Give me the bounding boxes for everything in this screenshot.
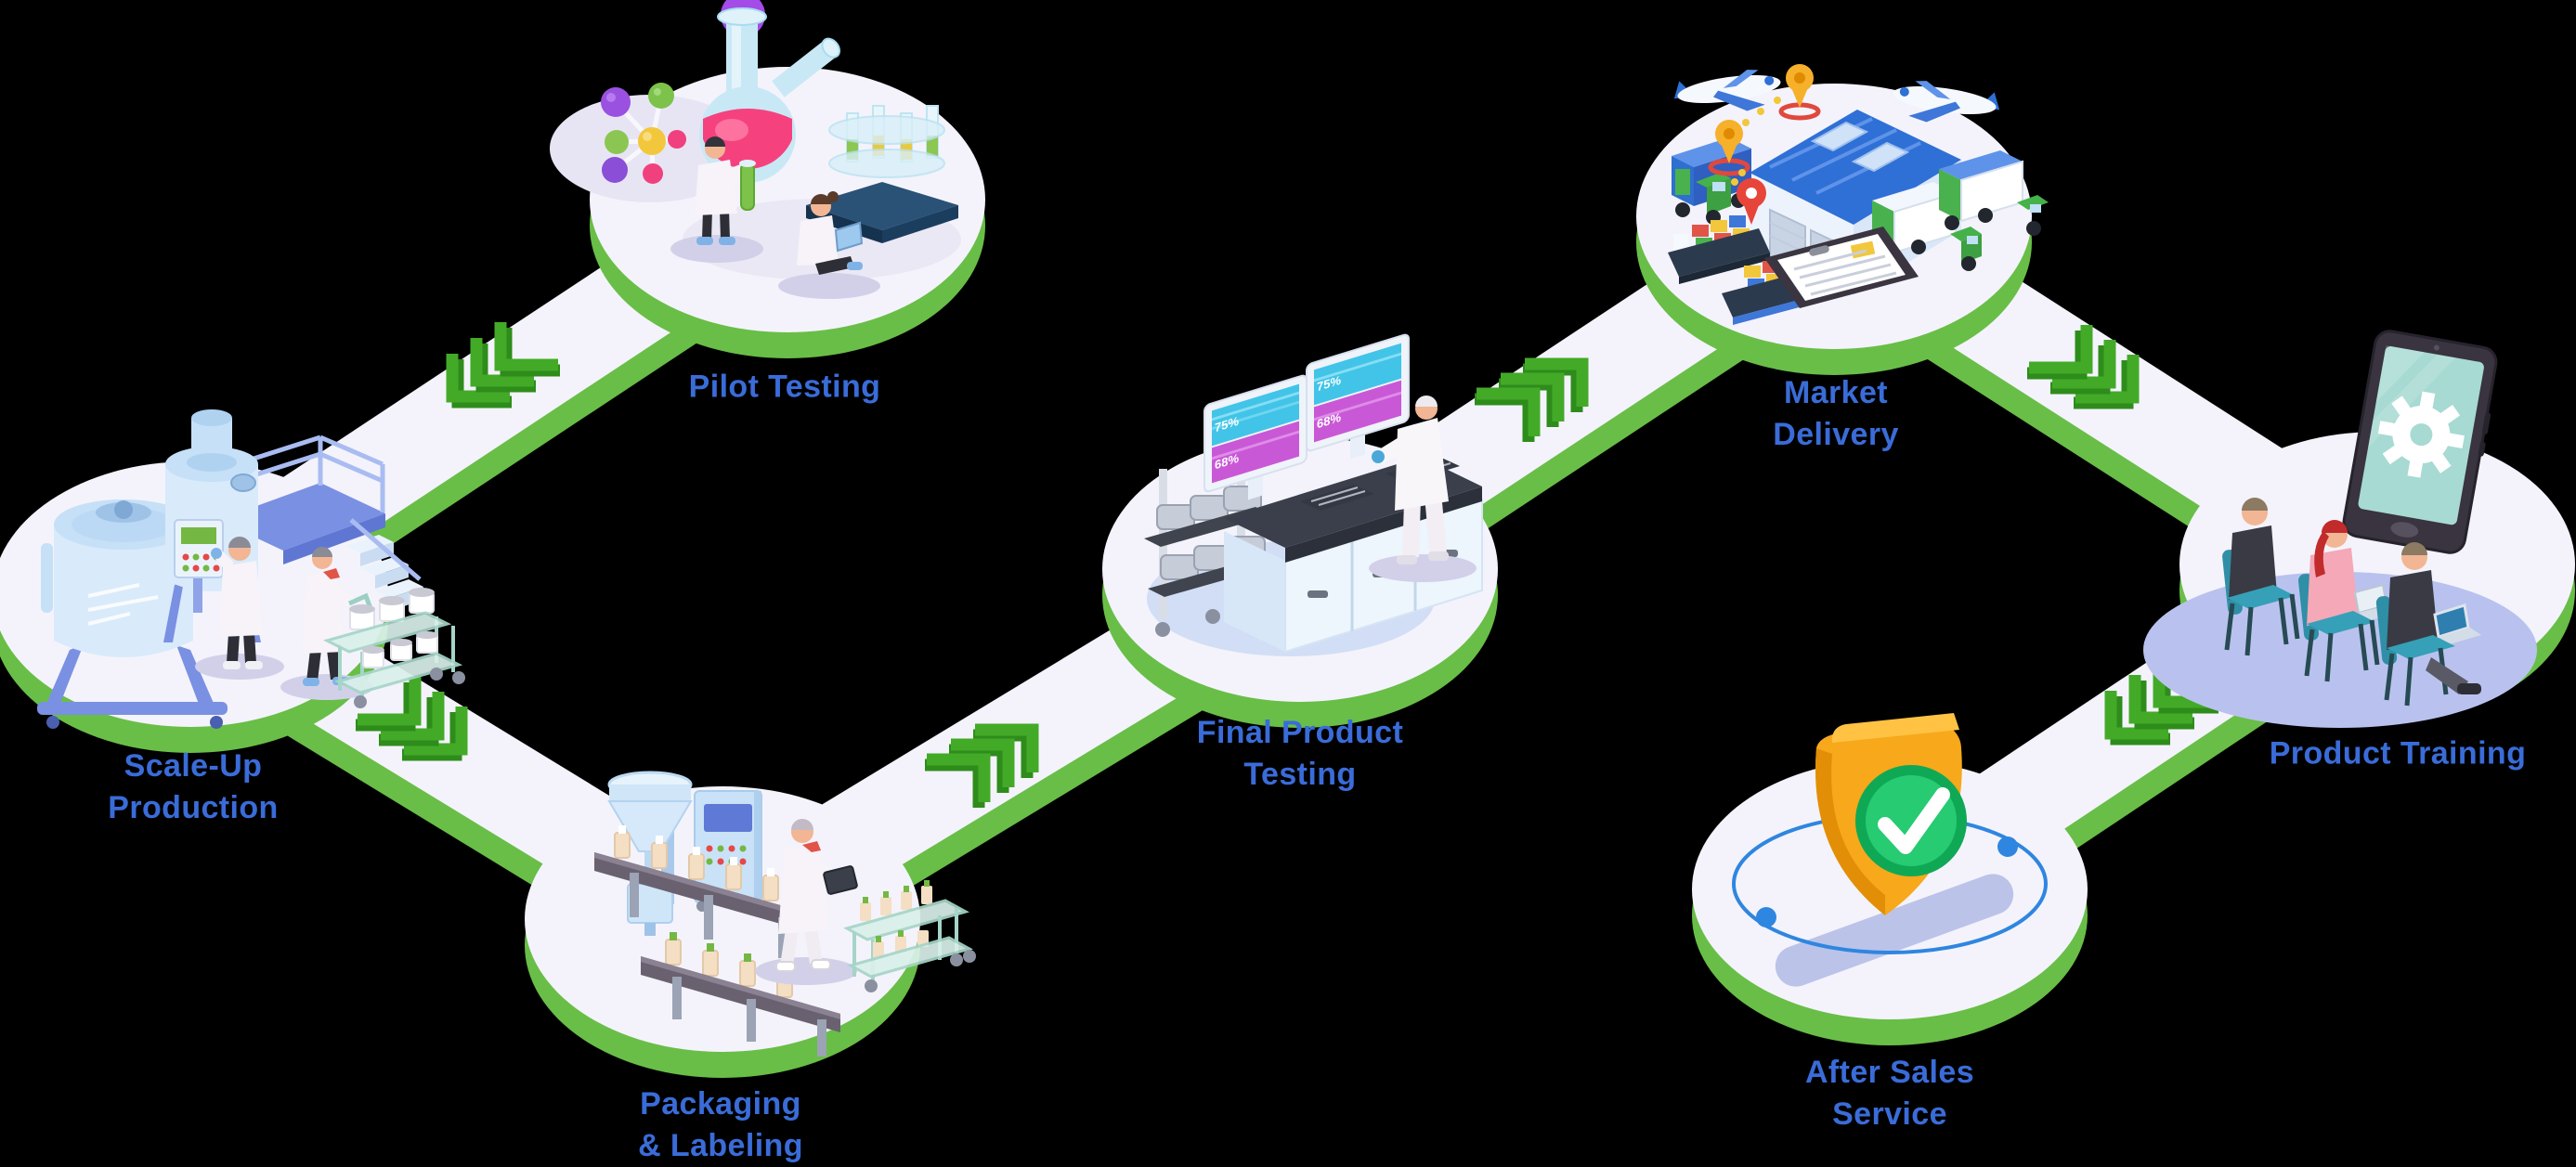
orbit-dot (1997, 836, 2018, 857)
illustration-packaging-labeling (594, 771, 976, 1057)
location-pin-icon (1737, 178, 1766, 225)
airplane-icon (1673, 70, 1781, 111)
stage-label-line: Market (1783, 375, 1889, 411)
stage-label-product-training: Product Training (2270, 733, 2527, 775)
airplane-icon (1893, 81, 2000, 123)
device-trays-top (1156, 486, 1262, 530)
scientist-standing-figure (670, 136, 763, 263)
stage-label-line: Delivery (1773, 417, 1899, 452)
trainee-figure (2375, 542, 2481, 707)
illustration-after-sales-service (1732, 713, 2048, 987)
conveyor-belt-lower (641, 932, 840, 1057)
route-dots (1731, 97, 1781, 186)
stage-label-scale-up-production: Scale-Up Production (108, 746, 278, 829)
stage-label-packaging-labeling: Packaging & Labeling (638, 1083, 803, 1167)
stage-label-line: Packaging (640, 1086, 801, 1122)
laptop-icon (2433, 603, 2470, 639)
scientist-seated-figure (778, 191, 880, 299)
orbit-dot (1756, 907, 1776, 927)
monitor-right: 75% 68% (1306, 333, 1410, 460)
stage-label-pilot-testing: Pilot Testing (689, 367, 881, 408)
truck-icon (1939, 150, 2049, 236)
illustration-pilot-testing (550, 0, 961, 299)
stage-label-line: Pilot Testing (688, 369, 881, 405)
small-bottles-bottom (873, 930, 929, 958)
location-pin-icon (1778, 64, 1821, 121)
stage-label-line: Testing (1243, 757, 1357, 792)
bottle-cart (843, 880, 976, 992)
conveyor-belt-upper (594, 825, 803, 958)
jars-bottom (362, 631, 438, 668)
trainee-figure (2222, 498, 2300, 656)
stage-label-final-product-testing: Final Product Testing (1197, 712, 1403, 796)
stage-label-after-sales-service: After Sales Service (1805, 1052, 1974, 1135)
stage-label-line: Service (1832, 1096, 1947, 1132)
illustration-final-product-testing: 75% 68% 75% 68% (1144, 333, 1483, 656)
stage-label-line: Final Product (1196, 715, 1404, 751)
molecule-icon (601, 83, 686, 184)
bottles (614, 825, 779, 901)
training-tablet-icon (2342, 330, 2498, 554)
stage-label-market-delivery: Market Delivery (1773, 372, 1899, 456)
illustration-market-delivery (1668, 64, 2049, 325)
location-pin-icon (1708, 120, 1750, 176)
illustration-product-training (2143, 330, 2537, 728)
delivery-tablet-icon (1764, 227, 1919, 308)
checkmark-icon (1878, 787, 1950, 854)
stage-label-line: Scale-Up (124, 748, 263, 784)
stage-label-line: Product Training (2269, 735, 2527, 772)
mixing-tank-large (37, 499, 228, 729)
illustration-scale-up-production (37, 409, 465, 729)
technician-figure (1369, 395, 1477, 582)
stage-label-line: After Sales (1804, 1055, 1975, 1091)
warranty-shield-icon (1815, 713, 1967, 915)
flask-icon (699, 0, 840, 183)
sample-cart (322, 588, 465, 708)
operator-figure (195, 537, 284, 680)
control-panel (174, 519, 224, 613)
gear-icon (2377, 391, 2465, 478)
monitor-left: 75% 68% (1203, 374, 1308, 500)
stage-label-line: Production (108, 790, 279, 825)
inspector-figure (755, 819, 858, 985)
small-bottles-top (860, 880, 932, 921)
shield-shadow (1775, 874, 2014, 987)
stage-label-line: & Labeling (638, 1128, 803, 1163)
cargo-ship-icon (1668, 215, 1770, 284)
test-tube-stand-icon (806, 105, 958, 243)
